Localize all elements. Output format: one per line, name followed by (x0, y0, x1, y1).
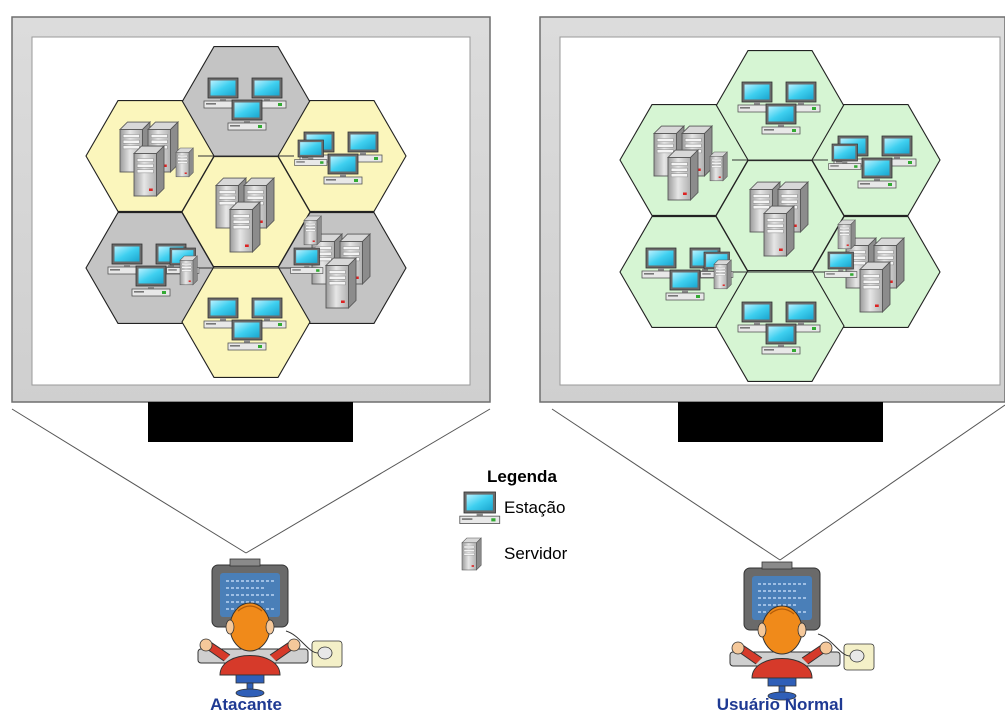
legend-title: Legenda (487, 467, 557, 486)
server-icon (175, 147, 194, 178)
station-icon (824, 251, 858, 278)
station-icon (459, 491, 501, 524)
station-icon (247, 297, 287, 329)
station-icon (857, 157, 897, 189)
station-icon (203, 77, 243, 109)
normal-user-view-lines (551, 404, 1005, 561)
server-icon (324, 256, 358, 310)
server-icon (461, 537, 482, 571)
station-icon (641, 247, 681, 279)
normal-user-person (729, 561, 875, 701)
attacker-label: Atacante (210, 695, 282, 714)
station-icon (294, 139, 328, 166)
station-icon (781, 81, 821, 113)
station-icon (761, 103, 801, 135)
normal-user-monitor-stand (678, 402, 883, 442)
station-icon (247, 77, 287, 109)
normal-user-label: Usuário Normal (717, 695, 844, 714)
normal-user-hex-network (619, 50, 941, 382)
station-icon (227, 99, 267, 131)
legend: Legenda Estação Servidor (459, 467, 568, 571)
station-icon (323, 153, 363, 185)
server-icon (713, 259, 732, 290)
attacker-monitor-stand (148, 402, 353, 442)
attacker-view-lines (11, 408, 491, 554)
server-icon (132, 144, 166, 198)
connection-lines (198, 155, 294, 269)
normal-user-panel: Usuário Normal (539, 16, 1005, 714)
station-icon (781, 301, 821, 333)
station-icon (290, 247, 324, 274)
station-icon (227, 319, 267, 351)
legend-server-icon (461, 537, 482, 571)
legend-station-icon (459, 491, 501, 524)
server-icon (709, 151, 728, 182)
server-icon (762, 204, 796, 258)
server-icon (858, 260, 892, 314)
station-icon (737, 301, 777, 333)
server-icon (228, 200, 262, 254)
attacker-hex-network (85, 46, 407, 378)
connection-lines (732, 159, 828, 273)
server-icon (837, 219, 856, 250)
server-icon (666, 148, 700, 202)
attacker-person (197, 558, 343, 698)
station-icon (761, 323, 801, 355)
station-icon (737, 81, 777, 113)
station-icon (203, 297, 243, 329)
server-icon (303, 215, 322, 246)
attacker-panel: Atacante (11, 16, 491, 714)
station-icon (828, 143, 862, 170)
station-icon (665, 269, 705, 301)
legend-station-label: Estação (504, 498, 565, 517)
legend-server-label: Servidor (504, 544, 568, 563)
server-icon (179, 255, 198, 286)
station-icon (131, 265, 171, 297)
